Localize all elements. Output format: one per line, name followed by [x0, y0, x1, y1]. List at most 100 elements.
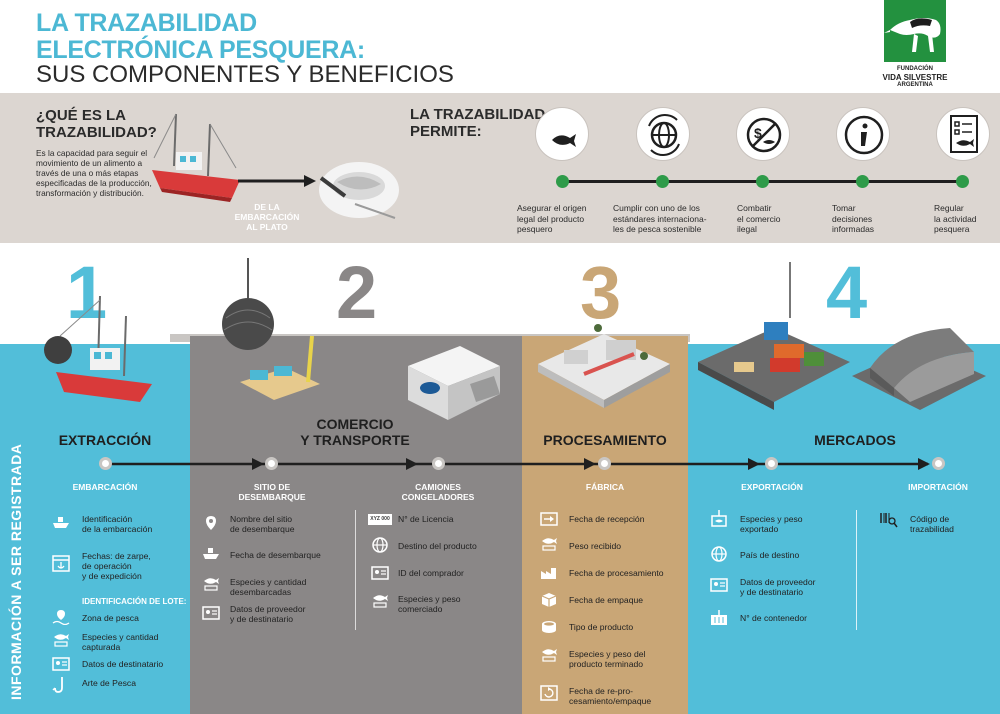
benefit-dot-4 [856, 175, 869, 188]
camiones-item-3: ID del comprador [398, 568, 464, 578]
que-es-title-2: TRAZABILIDAD? [36, 124, 157, 141]
sitio-item-3-line-1: Especies y cantidad [230, 577, 307, 587]
col-title-camiones: CAMIONES CONGELADORES [388, 482, 488, 502]
fish-scale-icon [542, 649, 557, 662]
title-subtitle: SUS COMPONENTES Y BENEFICIOS [36, 61, 454, 88]
title-line-2: ELECTRÓNICA PESQUERA: [36, 36, 365, 64]
caption-line-2: EMBARCACIÓN [234, 212, 300, 222]
caption-line-1: DE LA [254, 202, 280, 212]
factory-icon [541, 568, 556, 579]
embarcacion-item-1-line-2: de la embarcación [82, 524, 153, 534]
anteater-logo-icon [884, 18, 941, 52]
fish-scale-icon [204, 578, 219, 591]
fish-drop-icon [535, 107, 589, 161]
container-icon [711, 610, 727, 625]
trawler-illustration [44, 296, 152, 402]
exportacion-item-3-line-1: Datos de proveedor [740, 577, 816, 587]
crane-scale-icon [711, 510, 727, 527]
title-line-1: LA TRAZABILIDAD [36, 9, 257, 37]
stage-number-3: 3 [580, 251, 622, 334]
stage-number-4: 4 [826, 251, 868, 334]
fish-scale-icon [54, 634, 69, 647]
fabrica-item-7-line-2: cesamiento/empaque [569, 696, 652, 706]
benefit-3-line-1: Combatir [737, 203, 772, 213]
embarcacion-item-2-line-1: Fechas: de zarpe, [82, 551, 151, 561]
fabrica-item-5: Tipo de producto [569, 622, 634, 632]
sitio-item-1-line-1: Nombre del sitio [230, 514, 293, 524]
benefit-text-5: Regular la actividad pesquera [934, 203, 998, 235]
exportacion-item-1-line-2: exportado [740, 524, 779, 534]
location-wave-icon [52, 610, 70, 625]
landing-site-illustration [222, 258, 320, 400]
fabrica-item-7: Fecha de re-pro-cesamiento/empaque [569, 686, 651, 706]
logo-text-1: FUNDACIÓN [897, 66, 933, 72]
col-title-camiones-2: CONGELADORES [401, 492, 475, 502]
no-illegal-icon: $ [736, 107, 790, 161]
benefit-text-4: Tomar decisiones informadas [832, 203, 902, 235]
importacion-item-1-line-1: Código de [910, 514, 950, 524]
sitio-item-4-line-1: Datos de proveedor [230, 604, 306, 614]
benefit-5-line-2: la actividad [934, 213, 977, 224]
globe-icon [636, 107, 690, 161]
ship-icon [53, 517, 69, 528]
que-es-text: Es la capacidad para seguir el movimient… [36, 148, 152, 198]
benefit-4-line-1: Tomar [832, 203, 856, 213]
sitio-item-2: Fecha de desembarque [230, 550, 321, 560]
benefit-dot-1 [556, 175, 569, 188]
flow-node-importacion [932, 457, 945, 470]
lote-item-3: Datos de destinatario [82, 659, 164, 669]
license-plate-icon: XYZ 000 [368, 514, 392, 525]
col-title-camiones-1: CAMIONES [415, 482, 461, 492]
flow-arrow-line [106, 458, 930, 470]
lote-item-2-line-2: capturada [82, 642, 121, 652]
checklist-icon [936, 107, 990, 161]
stage-title-procesamiento: PROCESAMIENTO [543, 432, 667, 448]
fabrica-item-4: Fecha de empaque [569, 595, 644, 605]
side-label: INFORMACIÓN A SER REGISTRADA [8, 443, 24, 700]
benefit-2-line-1: Cumplir con uno de los [613, 203, 700, 213]
id-card-icon [202, 606, 220, 620]
que-es-title: ¿QUÉ ES LA TRAZABILIDAD? [36, 107, 157, 141]
flow-node-embarcacion [99, 457, 112, 470]
stage-title-extraccion: EXTRACCIÓN [58, 432, 152, 448]
flow-node-fabrica [598, 457, 611, 470]
col-title-fabrica: FÁBRICA [585, 482, 625, 492]
id-card-icon [52, 657, 70, 671]
exportacion-item-3-line-2: y de destinatario [740, 587, 804, 597]
exportacion-item-1-line-1: Especies y peso [740, 514, 803, 524]
benefit-5-line-3: pesquera [934, 224, 970, 234]
logo-text: FUNDACIÓN VIDA SILVESTRE ARGENTINA [872, 66, 958, 89]
svg-text:$: $ [754, 125, 762, 141]
benefit-4-line-2: decisiones [832, 213, 873, 224]
embarcacion-item-2-line-2: de operación [82, 561, 132, 571]
id-card-icon [371, 566, 389, 580]
benefit-1-line-1: Asegurar el origen [517, 203, 587, 213]
benefit-3-line-3: ilegal [737, 224, 757, 234]
camiones-item-4-line-2: comerciado [398, 604, 443, 614]
sitio-item-4-line-2: y de destinatario [230, 614, 294, 624]
benefit-text-3: Combatir el comercio ilegal [737, 203, 807, 235]
benefit-dot-3 [756, 175, 769, 188]
lote-item-4: Arte de Pesca [82, 678, 136, 688]
benefit-1-line-3: pesquero [517, 224, 553, 234]
fabrica-item-6-line-1: Especies y peso del [569, 649, 646, 659]
fish-plate-illustration [319, 162, 399, 219]
fish-scale-icon [542, 538, 557, 551]
fishhook-icon [52, 677, 63, 693]
que-es-title-1: ¿QUÉ ES LA [36, 107, 127, 124]
lote-title: IDENTIFICACIÓN DE LOTE: [82, 597, 187, 606]
flow-node-camiones [432, 457, 445, 470]
permite-title: LA TRAZABILIDAD PERMITE: [410, 106, 545, 140]
col-title-sitio-2: DESEMBARQUE [238, 492, 306, 502]
barcode-search-icon [880, 513, 898, 528]
fabrica-item-3: Fecha de procesamiento [569, 568, 664, 578]
column-divider [355, 510, 356, 630]
